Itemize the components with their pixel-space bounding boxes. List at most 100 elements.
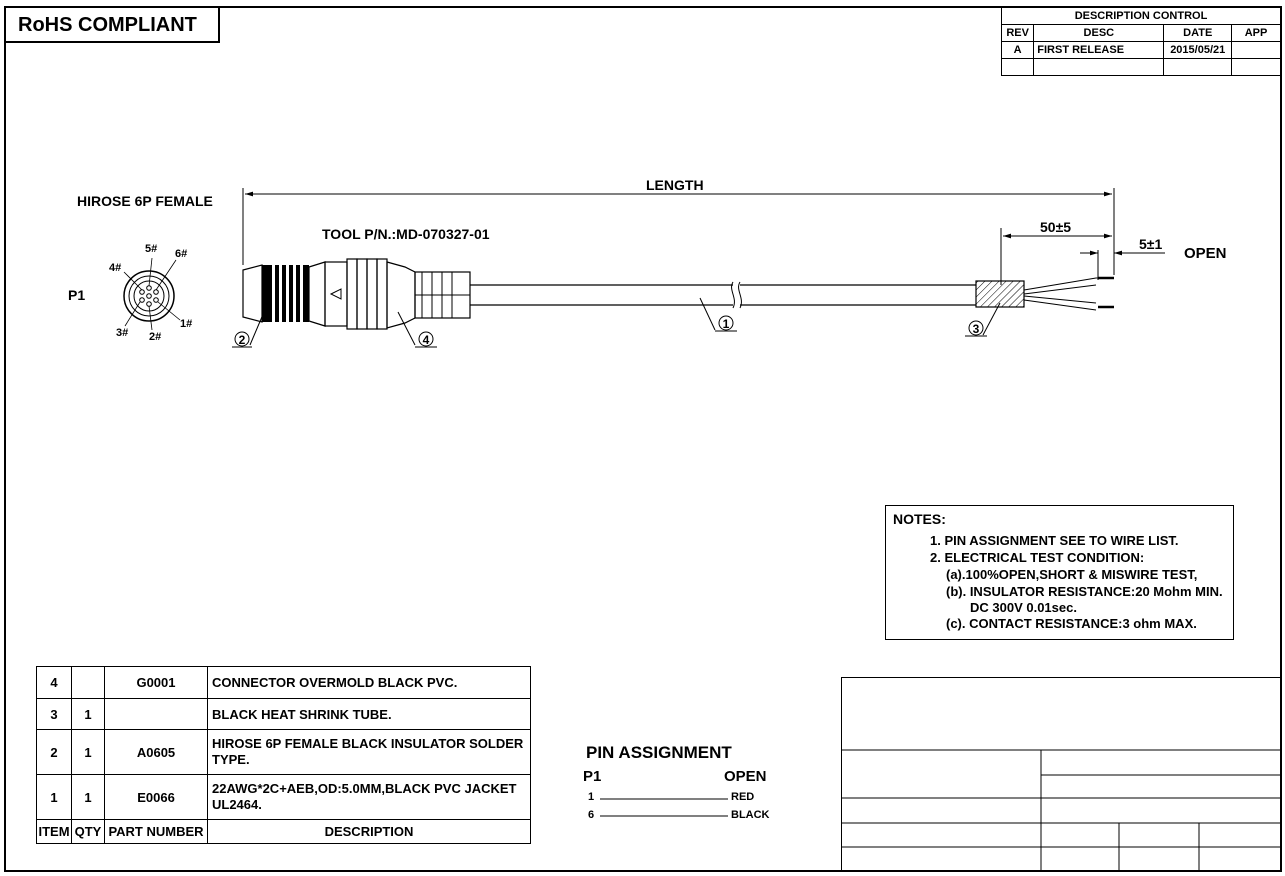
- note-line: (a).100%OPEN,SHORT & MISWIRE TEST,: [946, 567, 1198, 582]
- note-line: (b). INSULATOR RESISTANCE:20 Mohm MIN.: [946, 584, 1223, 599]
- dc-cell: [1000, 58, 1035, 76]
- bom-header-item: ITEM: [36, 819, 72, 844]
- length-label: LENGTH: [646, 177, 704, 193]
- pin-2-leader: [148, 305, 153, 331]
- pin-1-leader: [157, 301, 181, 321]
- strip-dimension-label: 50±5: [1040, 219, 1072, 235]
- pin-assignment-right-header: OPEN: [724, 768, 767, 785]
- p1-connector-face-inner: [128, 275, 170, 317]
- bom-item: 1: [36, 774, 72, 820]
- p1-label: P1: [68, 287, 86, 303]
- connector-collar: [308, 261, 326, 327]
- bom-item: 4: [36, 666, 72, 699]
- p1-connector-face-core: [133, 280, 165, 312]
- pin-4-leader: [123, 271, 143, 291]
- callout-4-circle: [418, 331, 434, 347]
- pin-6-label: 6#: [175, 248, 188, 260]
- pin-assignment-lines: [600, 798, 728, 817]
- pin-3: [139, 297, 145, 303]
- bom-item: 2: [36, 729, 72, 775]
- callout-2-text: 2: [239, 333, 246, 347]
- bom-part-number: [104, 698, 208, 730]
- pin-assignment-pin: 6: [588, 809, 595, 821]
- dc-cell: [1231, 58, 1280, 76]
- bom-qty: 1: [71, 774, 105, 820]
- connector-knurl-b: [356, 258, 368, 330]
- bom-description: 22AWG*2C+AEB,OD:5.0MM,BLACK PVC JACKET U…: [207, 774, 531, 820]
- callout-2-leader: [249, 311, 265, 346]
- bom-part-number: E0066: [104, 774, 208, 820]
- connector-knurl-c: [366, 258, 378, 330]
- bom-qty: 1: [71, 729, 105, 775]
- connector-ring-d: [289, 265, 293, 322]
- bom-qty: [71, 666, 105, 699]
- pin-2: [146, 301, 152, 307]
- connector-label: HIROSE 6P FEMALE: [77, 193, 213, 209]
- bom-description: HIROSE 6P FEMALE BLACK INSULATOR SOLDER …: [207, 729, 531, 775]
- notes-box: NOTES: 1. PIN ASSIGNMENT SEE TO WIRE LIS…: [885, 505, 1234, 640]
- bom-qty: 1: [71, 698, 105, 730]
- connector-ring-b: [275, 265, 279, 322]
- connector-ring-e: [296, 265, 300, 322]
- wire-black: [1023, 295, 1097, 311]
- pin-6: [153, 289, 159, 295]
- callout-1-text: 1: [723, 317, 730, 331]
- callout-3-leader: [982, 302, 1001, 336]
- bom-part-number: G0001: [104, 666, 208, 699]
- callout-2-circle: [234, 331, 250, 347]
- pin-6-leader: [155, 259, 177, 291]
- pin-assignment-left-header: P1: [583, 768, 602, 785]
- end-dimension-label: 5±1: [1139, 236, 1163, 252]
- rohs-label: RoHS COMPLIANT: [5, 8, 220, 43]
- title-block: [841, 677, 1281, 871]
- bom-item: 3: [36, 698, 72, 730]
- bom-header-description: DESCRIPTION: [207, 819, 531, 844]
- bom-description: CONNECTOR OVERMOLD BLACK PVC.: [207, 666, 531, 699]
- connector-knurl-a: [346, 258, 358, 330]
- pin-assignment-title: PIN ASSIGNMENT: [586, 743, 732, 762]
- callout-1-circle: [718, 315, 734, 331]
- pin-5-leader: [148, 257, 153, 287]
- callout-4-leader: [397, 311, 416, 346]
- bom-description: BLACK HEAT SHRINK TUBE.: [207, 698, 531, 730]
- bom-part-number: A0605: [104, 729, 208, 775]
- bom-header-qty: QTY: [71, 819, 105, 844]
- description-control-table: DESCRIPTION CONTROL REV DESC DATE APP A …: [1000, 8, 1280, 76]
- title-block-grid: [841, 749, 1281, 871]
- note-line: DC 300V 0.01sec.: [970, 600, 1077, 615]
- pin-center: [146, 293, 152, 299]
- open-label: OPEN: [1184, 245, 1227, 262]
- pin-1: [153, 297, 159, 303]
- connector-nose: [242, 264, 263, 323]
- note-line: 2. ELECTRICAL TEST CONDITION:: [930, 550, 1145, 565]
- pin-1-label: 1#: [180, 318, 193, 330]
- pin-3-leader: [124, 301, 141, 327]
- connector-body: [324, 261, 348, 327]
- pin-assignment-pin: 1: [588, 791, 595, 803]
- callout-4-text: 4: [423, 333, 430, 347]
- connector-knurl-d: [376, 258, 388, 330]
- pin-assignment-wire: BLACK: [731, 809, 770, 821]
- pin-5: [146, 285, 152, 291]
- note-line: 1. PIN ASSIGNMENT SEE TO WIRE LIST.: [930, 533, 1179, 548]
- cable-break-right: [738, 281, 742, 309]
- callout-1-leader: [699, 297, 716, 331]
- pin-2-label: 2#: [149, 331, 162, 343]
- dc-header-app: APP: [1231, 24, 1280, 42]
- pin-assignment-wire: RED: [731, 791, 755, 803]
- tool-part-number: TOOL P/N.:MD-070327-01: [322, 226, 490, 242]
- cable-break-left: [731, 281, 735, 309]
- callout-3-circle: [968, 320, 984, 336]
- connector-ring-a: [262, 265, 272, 322]
- bom-table: 4 G0001 CONNECTOR OVERMOLD BLACK PVC. 3 …: [36, 666, 531, 844]
- p1-connector-face-outer: [123, 270, 175, 322]
- dc-cell: [1033, 58, 1165, 76]
- notes-title: NOTES:: [893, 511, 946, 527]
- pin-4: [139, 289, 145, 295]
- pin-5-label: 5#: [145, 243, 158, 255]
- note-line: (c). CONTACT RESISTANCE:3 ohm MAX.: [946, 616, 1197, 631]
- connector-ring-c: [282, 265, 286, 322]
- pin-4-label: 4#: [109, 262, 122, 274]
- bom-header-part-number: PART NUMBER: [104, 819, 208, 844]
